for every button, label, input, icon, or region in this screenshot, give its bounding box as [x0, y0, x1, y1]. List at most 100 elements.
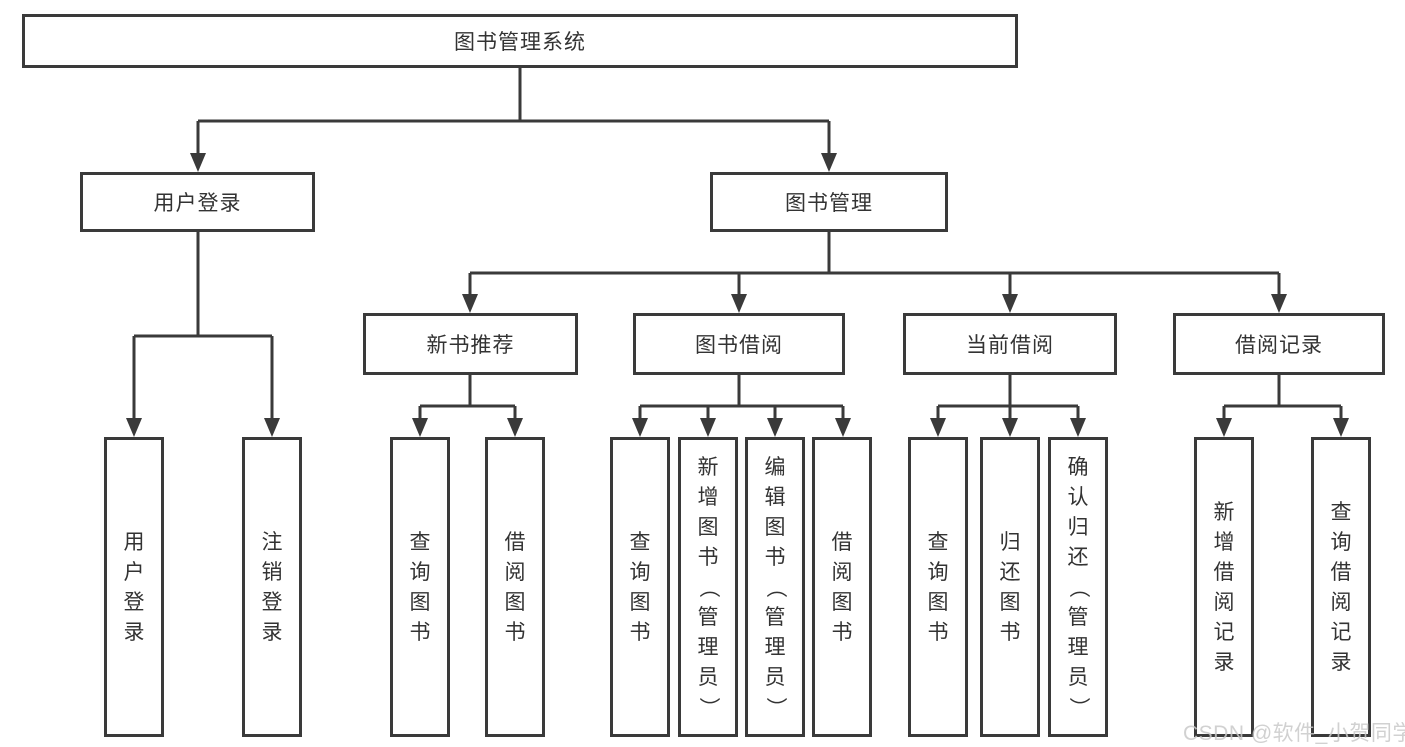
vertical-char: 注	[261, 530, 283, 554]
vertical-char: 归	[1067, 515, 1089, 539]
vertical-char: 图	[999, 590, 1021, 614]
leaf-br-query-record: 查询借阅记录	[1311, 437, 1371, 737]
node-current-borrow: 当前借阅	[903, 313, 1117, 375]
vertical-char: 书	[409, 620, 431, 644]
vertical-char: 员	[1067, 665, 1089, 689]
node-borrow-records-label: 借阅记录	[1235, 334, 1323, 357]
leaf-br-query-record-label: 查询借阅记录	[1314, 440, 1368, 734]
vertical-char: 图	[831, 590, 853, 614]
vertical-char: 新	[697, 455, 719, 479]
tree-edges	[132, 68, 1343, 420]
vertical-char: 录	[123, 620, 145, 644]
vertical-char: 用	[123, 530, 145, 554]
vertical-char: 借	[1330, 560, 1352, 584]
arrowhead	[700, 418, 716, 437]
leaf-nb-borrow-books: 借阅图书	[485, 437, 545, 737]
leaf-user-login-label: 用户登录	[107, 440, 161, 734]
vertical-char: 录	[1213, 650, 1235, 674]
vertical-char: 询	[409, 560, 431, 584]
arrowhead	[930, 418, 946, 437]
vertical-char: 书	[999, 620, 1021, 644]
vertical-char: 阅	[1330, 590, 1352, 614]
arrowhead	[821, 153, 837, 172]
vertical-char: 书	[697, 545, 719, 569]
arrowhead	[1271, 294, 1287, 313]
leaf-cb-return-books-label: 归还图书	[983, 440, 1037, 734]
vertical-char: 认	[1067, 485, 1089, 509]
arrowhead	[190, 153, 206, 172]
arrowhead	[462, 294, 478, 313]
vertical-char: 书	[927, 620, 949, 644]
leaf-nb-query-books: 查询图书	[390, 437, 450, 737]
leaf-user-login: 用户登录	[104, 437, 164, 737]
leaf-cb-confirm-return-admin-label: 确认归还（管理员）	[1051, 440, 1105, 734]
vertical-char: （	[1066, 576, 1090, 598]
vertical-char: ）	[1066, 696, 1090, 718]
vertical-char: 归	[999, 530, 1021, 554]
vertical-char: ）	[763, 696, 787, 718]
node-user-login: 用户登录	[80, 172, 315, 232]
vertical-char: 查	[1330, 500, 1352, 524]
vertical-char: 图	[504, 590, 526, 614]
leaf-nb-query-books-label: 查询图书	[393, 440, 447, 734]
vertical-char: 借	[1213, 560, 1235, 584]
vertical-char: （	[696, 576, 720, 598]
leaf-bb-add-books-admin: 新增图书（管理员）	[678, 437, 738, 737]
vertical-char: 销	[261, 560, 283, 584]
node-book-borrow: 图书借阅	[633, 313, 845, 375]
vertical-char: 还	[1067, 545, 1089, 569]
vertical-char: 增	[697, 485, 719, 509]
leaf-bb-borrow-books: 借阅图书	[812, 437, 872, 737]
vertical-char: ）	[696, 696, 720, 718]
vertical-char: 书	[504, 620, 526, 644]
vertical-char: 查	[409, 530, 431, 554]
vertical-char: 管	[1067, 605, 1089, 629]
node-borrow-records: 借阅记录	[1173, 313, 1385, 375]
arrowhead	[835, 418, 851, 437]
arrowhead	[507, 418, 523, 437]
arrowhead	[412, 418, 428, 437]
leaf-bb-add-books-admin-label: 新增图书（管理员）	[681, 440, 735, 734]
leaf-bb-edit-books-admin-label: 编辑图书（管理员）	[748, 440, 802, 734]
arrowhead	[1002, 418, 1018, 437]
vertical-char: 新	[1213, 500, 1235, 524]
vertical-char: 书	[764, 545, 786, 569]
node-new-book-recommend: 新书推荐	[363, 313, 578, 375]
arrowhead	[632, 418, 648, 437]
arrowheads	[126, 153, 1349, 437]
arrowhead	[1333, 418, 1349, 437]
vertical-char: 记	[1213, 620, 1235, 644]
leaf-nb-borrow-books-label: 借阅图书	[488, 440, 542, 734]
node-new-book-recommend-label: 新书推荐	[426, 334, 515, 357]
arrowhead	[731, 294, 747, 313]
vertical-char: （	[763, 576, 787, 598]
leaf-bb-query-books-label: 查询图书	[613, 440, 667, 734]
vertical-char: 记	[1330, 620, 1352, 644]
leaf-logout: 注销登录	[242, 437, 302, 737]
vertical-char: 图	[697, 515, 719, 539]
vertical-char: 管	[764, 605, 786, 629]
csdn-watermark: CSDN @软件_小贺同学	[1183, 722, 1405, 745]
leaf-cb-query-books: 查询图书	[908, 437, 968, 737]
leaf-bb-edit-books-admin: 编辑图书（管理员）	[745, 437, 805, 737]
vertical-char: 编	[764, 455, 786, 479]
vertical-char: 理	[764, 635, 786, 659]
leaf-bb-query-books: 查询图书	[610, 437, 670, 737]
node-current-borrow-label: 当前借阅	[966, 334, 1054, 357]
leaf-cb-query-books-label: 查询图书	[911, 440, 965, 734]
vertical-char: 员	[764, 665, 786, 689]
node-book-borrow-label: 图书借阅	[695, 334, 783, 357]
arrowhead	[1216, 418, 1232, 437]
leaf-cb-confirm-return-admin: 确认归还（管理员）	[1048, 437, 1108, 737]
vertical-char: 员	[697, 665, 719, 689]
node-root: 图书管理系统	[22, 14, 1018, 68]
vertical-char: 登	[261, 590, 283, 614]
vertical-char: 书	[831, 620, 853, 644]
arrowhead	[1002, 294, 1018, 313]
vertical-char: 书	[629, 620, 651, 644]
vertical-char: 查	[927, 530, 949, 554]
vertical-char: 图	[927, 590, 949, 614]
vertical-char: 询	[927, 560, 949, 584]
